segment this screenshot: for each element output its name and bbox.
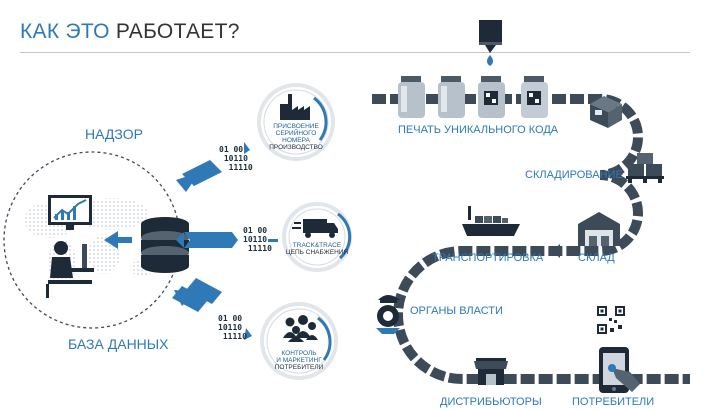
track-arrow-2 (552, 244, 560, 258)
people-icon (283, 315, 318, 342)
track-arrow-1 (615, 168, 623, 180)
binary-bits-bottom: 01 00 10110 11110 (218, 314, 247, 341)
analyst-icon (46, 195, 94, 298)
label-authorities: ОРГАНЫ ВЛАСТИ (410, 305, 503, 317)
badge-production-caption: ПРИСВОЕНИЕ СЕРИЙНОГО НОМЕРА ПРОИЗВОДСТВО (269, 123, 323, 151)
binary-bits-middle: 01 00 10110 11110 (243, 226, 272, 253)
label-storage: СКЛАДИРОВАНИЕ (525, 169, 623, 181)
badge-supply (282, 202, 352, 272)
supervision-label: НАДЗОР (85, 126, 143, 142)
binary-bits-top: 01 00 10110 11110 (219, 145, 253, 172)
pallet-icon (626, 153, 664, 183)
factory-icon (280, 94, 310, 120)
bottle-icon (478, 76, 505, 118)
qr-icon (597, 306, 625, 334)
badge-production (257, 83, 335, 161)
label-transport: ТРАНСПОРТИРОВКА (432, 252, 544, 264)
bottle-icon (438, 76, 465, 118)
box-icon (590, 96, 622, 128)
arrow-from-marketing (172, 278, 222, 312)
db-to-analyst-arrow (104, 231, 132, 249)
label-warehouse: СКЛАД (578, 252, 615, 264)
warehouse-icon (578, 212, 620, 246)
badge-supply-caption: TRACK&TRACE ЦЕПЬ СНАБЖЕНИЯ (285, 242, 349, 256)
label-distributors: ДИСТРИБЬЮТОРЫ (440, 396, 542, 408)
badge-marketing-caption: КОНТРОЛЬ И МАРКЕТИНГ ПОТРЕБИТЕЛИ (274, 350, 324, 371)
bottle-icon (398, 76, 425, 118)
label-printing: ПЕЧАТЬ УНИКАЛЬНОГО КОДА (398, 124, 559, 136)
bits-connectors (244, 142, 278, 340)
database-icon (141, 217, 189, 273)
arrow-from-supply (176, 232, 238, 248)
ship-icon (462, 206, 520, 236)
database-label: БАЗА ДАННЫХ (68, 336, 169, 352)
bottle-icon (521, 76, 548, 118)
truck-icon (292, 219, 338, 238)
arrow-from-production (176, 160, 222, 192)
label-consumers: ПОТРЕБИТЕЛИ (572, 396, 655, 408)
store-icon (474, 358, 508, 385)
officer-icon (376, 295, 400, 334)
page-title: КАК ЭТО РАБОТАЕТ? (20, 20, 240, 43)
title-divider (20, 52, 690, 53)
dispenser-icon (479, 20, 502, 66)
phone-icon (599, 347, 640, 393)
process-track (372, 94, 690, 384)
